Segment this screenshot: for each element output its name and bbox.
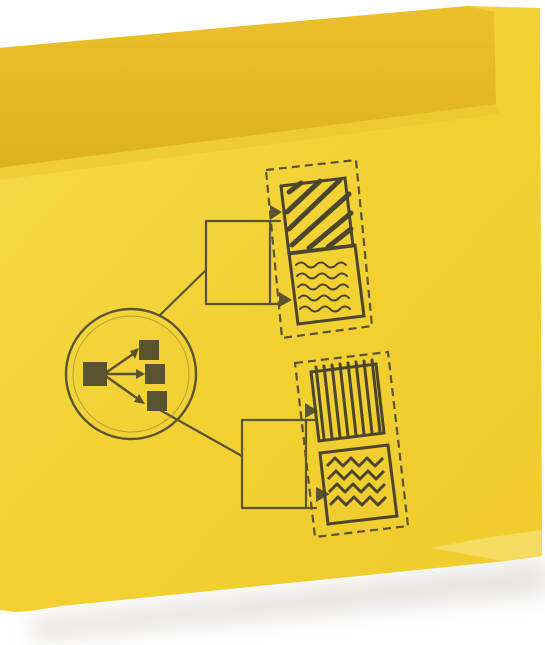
sticky-note-scene [0, 0, 545, 645]
sticky-note-illustration [0, 0, 545, 645]
